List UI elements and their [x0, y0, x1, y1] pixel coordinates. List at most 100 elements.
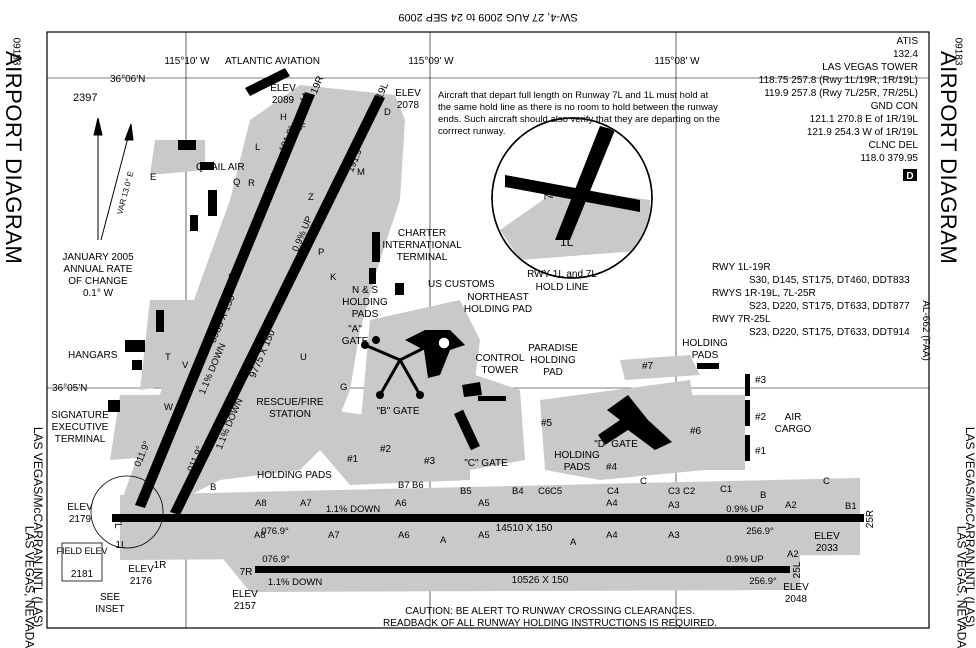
taxiway-label: W: [164, 402, 173, 413]
inset-rwy-7l: 7L: [542, 186, 556, 200]
title-right: AIRPORT DIAGRAM: [936, 51, 961, 265]
taxiway-label: Q: [233, 177, 240, 188]
taxiway-label: C: [640, 476, 647, 487]
strength-line: RWY 7R-25L: [712, 314, 771, 325]
ns-pads-label: PADS: [352, 309, 379, 320]
rescue-label: STATION: [269, 409, 311, 420]
taxiway-label: B5: [460, 486, 472, 497]
field-elev-box: [61, 542, 103, 582]
elev-value: 2033: [816, 543, 839, 554]
annual-change-3: OF CHANGE: [68, 276, 128, 287]
taxiway-label: P: [318, 247, 324, 258]
runway-gradient: 0.9% UP: [726, 504, 764, 515]
elev-label: ELEV: [783, 582, 809, 593]
holding-pads-label: HOLDING PADS: [257, 470, 332, 481]
pad-number: #6: [690, 426, 702, 437]
taxiway-label: A5: [478, 530, 490, 541]
gate-d-label: "D" GATE: [594, 439, 638, 450]
field-elev-label: FIELD ELEV: [56, 546, 107, 556]
gate-a-label: "A": [348, 324, 362, 335]
elev-value: 2048: [785, 594, 808, 605]
caution-line: READBACK OF ALL RUNWAY HOLDING INSTRUCTI…: [383, 618, 717, 629]
strength-line: S23, D220, ST175, DT633, DDT877: [749, 301, 910, 312]
inset-diagram: [491, 117, 653, 279]
runway-number: 25R: [865, 510, 876, 528]
freq-line: 118.75 257.8 (Rwy 1L/19R, 1R/19L): [759, 75, 918, 86]
control-tower-label: TOWER: [481, 365, 518, 376]
taxiway-label: Z: [270, 172, 276, 183]
field-elev-value: 2181: [71, 569, 94, 580]
gate-a-label: GATE: [342, 336, 369, 347]
runway-heading: 256.9°: [746, 526, 774, 537]
airport-diagram: D SW-4, 27 AUG 2009 to 24 SEP 2009 115°1…: [46, 11, 930, 629]
elev-value: 2176: [130, 576, 153, 587]
runway-gradient: 0.9% UP: [726, 554, 764, 565]
lat-label-1: 36°06'N: [110, 74, 145, 85]
pad-number: #4: [606, 462, 618, 473]
taxiway-label: A: [440, 535, 447, 546]
taxiway-label: A7: [328, 530, 340, 541]
pad-number: #7: [642, 361, 654, 372]
beacon-icon: [437, 336, 451, 350]
buildings: [108, 68, 750, 461]
taxiway-label: A8: [255, 498, 267, 509]
ns-pads-label: HOLDING: [342, 297, 388, 308]
signature-label: SIGNATURE: [51, 410, 109, 421]
note-line: the same hold line as there is no room t…: [438, 102, 718, 113]
taxiway-label: U: [300, 352, 307, 363]
gate-c-label: "C" GATE: [464, 458, 508, 469]
taxiway-label: B7: [398, 480, 410, 491]
elev-value: 2179: [69, 514, 92, 525]
elev-label: ELEV: [395, 88, 421, 99]
annual-change-4: 0.1° W: [83, 288, 114, 299]
lon-label-3: 115°08' W: [654, 56, 700, 67]
freq-line: 132.4: [893, 49, 918, 60]
caution-line: CAUTION: BE ALERT TO RUNWAY CROSSING CLE…: [405, 606, 695, 617]
strength-line: RWY 1L-19R: [712, 262, 771, 273]
elev-label: ELEV: [232, 589, 258, 600]
diagram-frame: [46, 31, 930, 629]
elev-value: 2078: [397, 100, 420, 111]
taxiway-label: T: [165, 352, 171, 363]
pad-number: #3: [424, 456, 436, 467]
taxiway-label: B6: [412, 480, 424, 491]
runway-gradient: 1.1% DOWN: [268, 577, 323, 588]
signature-label: EXECUTIVE: [52, 422, 109, 433]
ns-pads-label: N & S: [352, 285, 378, 296]
strength-line: S30, D145, ST175, DT460, DDT833: [749, 275, 910, 286]
taxiway-label: A7: [300, 498, 312, 509]
ne-pad-label: NORTHEAST: [467, 292, 529, 303]
taxiway-label: D: [384, 107, 391, 118]
freq-line: ATIS: [897, 36, 919, 47]
runway-1l-19r: [135, 92, 315, 508]
charter-label: TERMINAL: [397, 252, 448, 263]
taxiway-label: A5: [478, 498, 490, 509]
doc-number-left: 09183: [10, 37, 22, 66]
gate-b-concourse: [364, 343, 431, 396]
gate-b-ends: [361, 336, 424, 399]
annual-change-1: JANUARY 2005: [62, 252, 134, 263]
taxiway-label: G: [340, 382, 347, 393]
holding-pads-label: HOLDING: [682, 338, 728, 349]
rescue-label: RESCUE/FIRE: [256, 397, 324, 408]
north-arrows: [93, 117, 134, 241]
paradise-label: HOLDING: [530, 355, 576, 366]
taxiway-label: A8: [254, 530, 266, 541]
runway-heading: 076.9°: [262, 554, 290, 565]
elev-label: ELEV: [128, 564, 154, 575]
al-number: AL-662 (FAA): [919, 300, 931, 361]
air-cargo-label: AIR: [785, 412, 802, 423]
top-elevation: 2397: [73, 92, 97, 104]
inset-label-2: HOLD LINE: [536, 282, 589, 293]
gate-b-label: "B" GATE: [376, 406, 419, 417]
category-box: [903, 169, 917, 181]
taxiway-label: M: [357, 167, 365, 178]
runway-number: 7L: [112, 517, 123, 529]
inset-rwy-1l: 1L: [560, 235, 574, 249]
taxiway-label: F: [300, 122, 306, 133]
elev-value: 2089: [272, 95, 295, 106]
signature-label: TERMINAL: [55, 434, 106, 445]
taxiway-label: A3: [668, 530, 680, 541]
category-label: D: [906, 171, 913, 182]
freq-line: GND CON: [871, 101, 918, 112]
